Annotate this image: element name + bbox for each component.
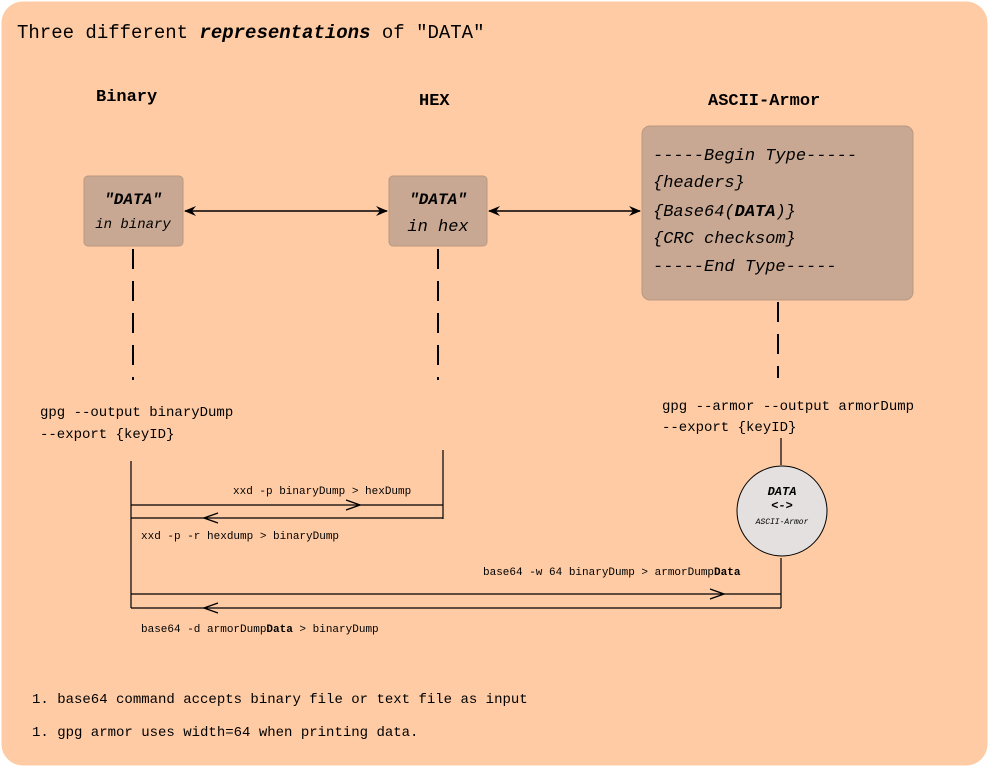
armor-crc-line: {CRC checksom} xyxy=(653,230,796,249)
from-armor-arrowhead xyxy=(201,602,219,614)
armor-base64-line: {Base64(DATA)} xyxy=(653,203,796,222)
to-armor-arrowhead xyxy=(709,588,727,600)
armor-headers-line: {headers} xyxy=(653,174,745,193)
armor-begin-line: -----Begin Type----- xyxy=(653,147,857,166)
to-hex-command: xxd -p binaryDump > hexDump xyxy=(233,486,411,498)
from-armor-command: base64 -d armorDumpData > binaryDump xyxy=(141,624,379,636)
column-title-hex: HEX xyxy=(419,92,450,111)
circle-arrow-label: <-> xyxy=(771,499,793,513)
binary-box-sub-label: in binary xyxy=(95,217,171,233)
armor-export-command-line2: --export {keyID} xyxy=(662,420,796,436)
hex-box-main-label: "DATA" xyxy=(409,191,467,209)
ascii-armor-box: -----Begin Type----- {headers} {Base64(D… xyxy=(641,125,914,301)
hex-data-box: "DATA" in hex xyxy=(388,175,488,247)
hex-box-sub-label: in hex xyxy=(407,218,469,237)
column-title-armor: ASCII-Armor xyxy=(708,92,820,111)
binary-data-box: "DATA" in binary xyxy=(83,175,184,247)
note-armor-width: 1. gpg armor uses width=64 when printing… xyxy=(32,725,418,741)
column-title-binary: Binary xyxy=(96,88,157,107)
to-armor-command: base64 -w 64 binaryDump > armorDumpData xyxy=(483,567,741,579)
from-hex-command: xxd -p -r hexdump > binaryDump xyxy=(141,531,339,543)
to-hex-arrowhead xyxy=(345,499,363,511)
binary-export-command-line1: gpg --output binaryDump xyxy=(40,405,233,421)
diagram-title: Three different representations of "DATA… xyxy=(17,22,485,44)
note-base64-input: 1. base64 command accepts binary file or… xyxy=(32,692,528,708)
binary-box-main-label: "DATA" xyxy=(104,191,162,209)
circle-sub-label: ASCII-Armor xyxy=(755,518,809,527)
data-armor-conversion-circle: DATA <-> ASCII-Armor xyxy=(736,465,828,557)
from-hex-arrowhead xyxy=(201,512,219,524)
circle-main-label: DATA xyxy=(768,485,797,499)
armor-end-line: -----End Type----- xyxy=(653,258,837,277)
armor-export-command-line1: gpg --armor --output armorDump xyxy=(662,399,914,415)
binary-export-command-line2: --export {keyID} xyxy=(40,427,174,443)
